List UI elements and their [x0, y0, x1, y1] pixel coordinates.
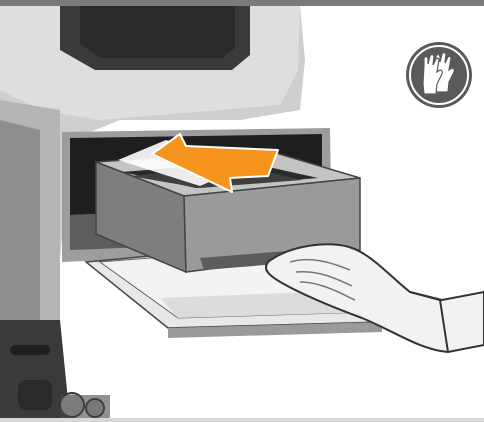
gloves-icon [404, 40, 474, 110]
top-frame-bar [0, 0, 484, 6]
